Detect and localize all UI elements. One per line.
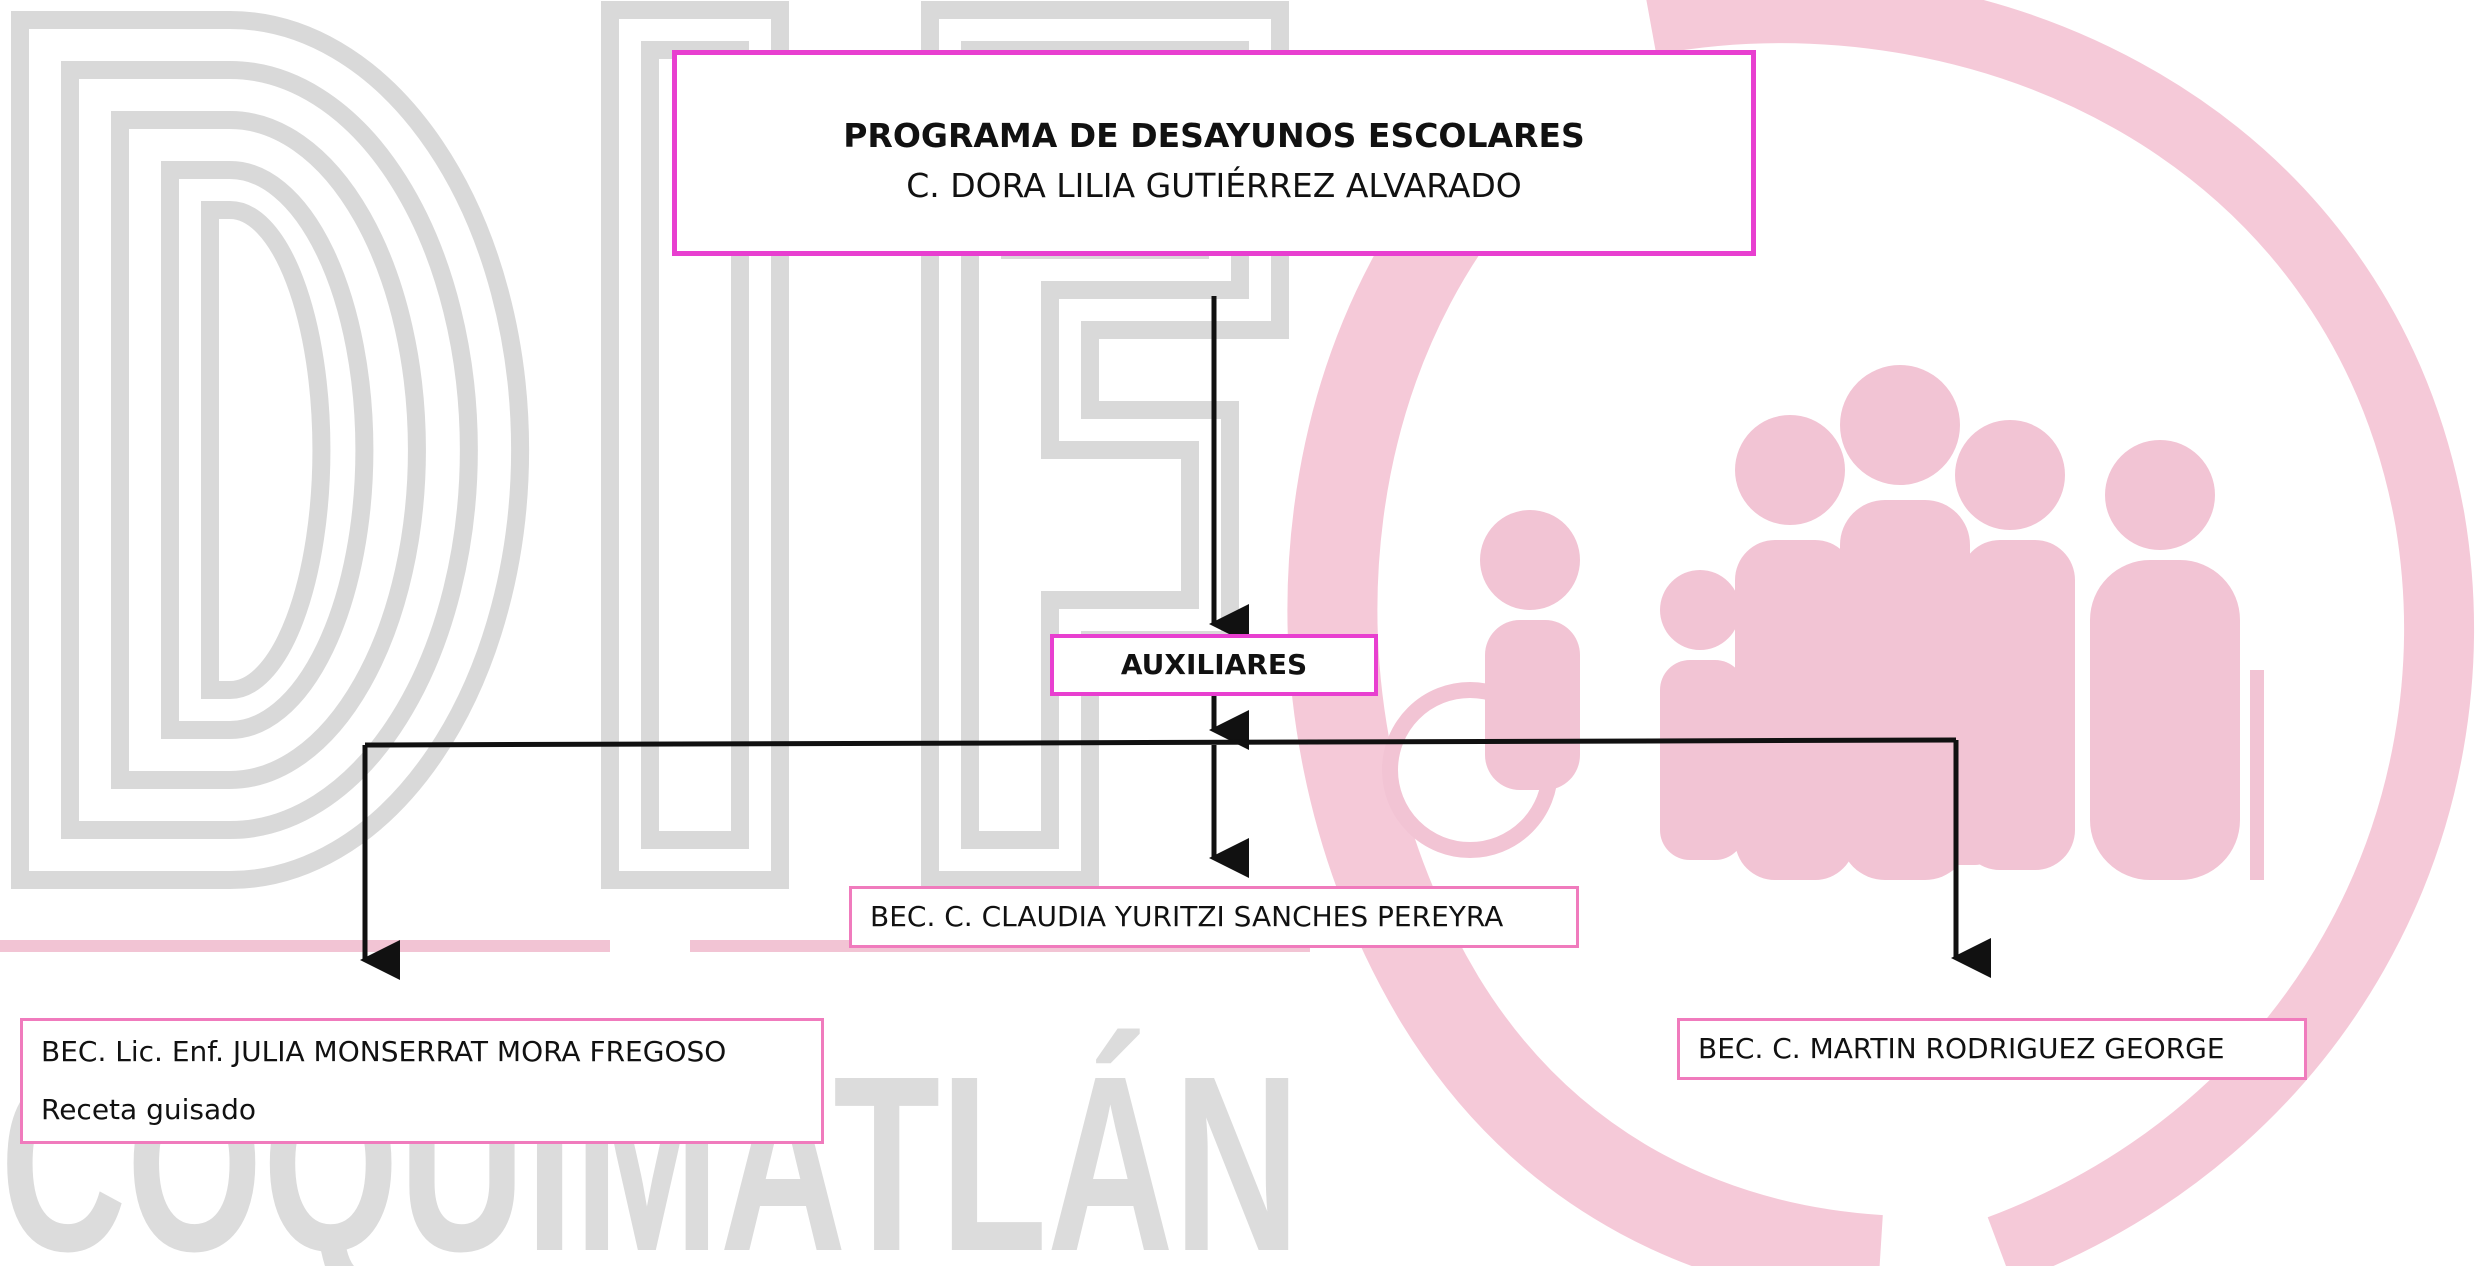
auxiliares-box: AUXILIARES — [1050, 634, 1378, 696]
head-box: PROGRAMA DE DESAYUNOS ESCOLARES C. DORA … — [672, 50, 1756, 256]
member-name: BEC. C. CLAUDIA YURITZI SANCHES PEREYRA — [870, 900, 1504, 933]
member-name: BEC. Lic. Enf. JULIA MONSERRAT MORA FREG… — [41, 1035, 727, 1068]
member-name: BEC. C. MARTIN RODRIGUEZ GEORGE — [1698, 1032, 2225, 1065]
program-head-name: C. DORA LILIA GUTIÉRREZ ALVARADO — [906, 166, 1522, 205]
member-box-martin: BEC. C. MARTIN RODRIGUEZ GEORGE — [1677, 1018, 2307, 1080]
member-box-claudia: BEC. C. CLAUDIA YURITZI SANCHES PEREYRA — [849, 886, 1579, 948]
member-box-julia: BEC. Lic. Enf. JULIA MONSERRAT MORA FREG… — [20, 1018, 824, 1144]
member-note: Receta guisado — [41, 1093, 257, 1126]
program-title: PROGRAMA DE DESAYUNOS ESCOLARES — [843, 116, 1585, 155]
